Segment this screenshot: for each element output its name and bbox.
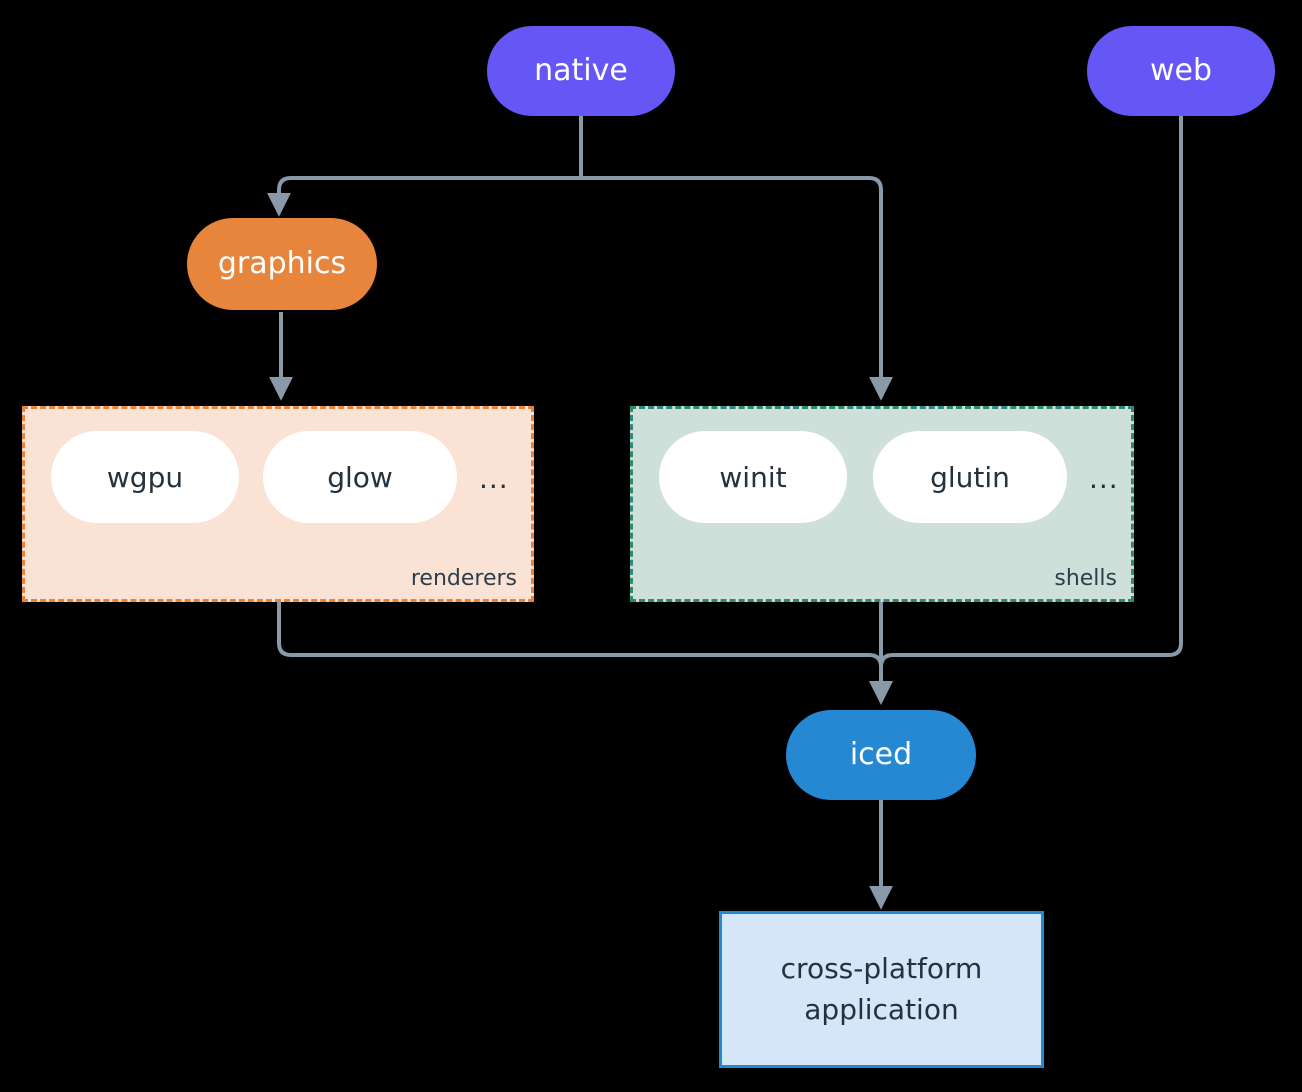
node-web[interactable]: web xyxy=(1087,26,1275,116)
leaf-glutin[interactable]: glutin xyxy=(873,431,1067,523)
edge-native-to-shells xyxy=(581,176,893,401)
leaf-glutin-label: glutin xyxy=(930,460,1010,494)
leaf-glow[interactable]: glow xyxy=(263,431,457,523)
leaf-wgpu[interactable]: wgpu xyxy=(51,431,239,523)
node-graphics[interactable]: graphics xyxy=(187,218,377,310)
node-application-line1: cross-platform xyxy=(780,951,983,985)
group-shells: winit glutin ... shells xyxy=(630,406,1134,602)
node-iced[interactable]: iced xyxy=(786,710,976,800)
node-application[interactable]: cross-platform application xyxy=(719,911,1044,1068)
node-web-label: web xyxy=(1149,52,1213,88)
node-native[interactable]: native xyxy=(487,26,675,116)
group-shells-label: shells xyxy=(1054,566,1117,591)
leaf-winit[interactable]: winit xyxy=(659,431,847,523)
renderers-overflow-ellipsis: ... xyxy=(479,462,509,495)
node-graphics-label: graphics xyxy=(217,245,347,281)
node-application-line2: application xyxy=(804,992,959,1026)
leaf-winit-label: winit xyxy=(719,460,787,494)
node-iced-label: iced xyxy=(849,736,913,772)
leaf-wgpu-label: wgpu xyxy=(106,460,184,494)
shells-overflow-ellipsis: ... xyxy=(1089,462,1119,495)
edge-native-to-graphics xyxy=(267,176,581,217)
group-renderers: wgpu glow ... renderers xyxy=(22,406,534,602)
node-native-label: native xyxy=(534,52,628,88)
edge-renderers-to-iced xyxy=(277,602,893,705)
leaf-glow-label: glow xyxy=(327,460,393,494)
group-renderers-label: renderers xyxy=(410,566,517,591)
